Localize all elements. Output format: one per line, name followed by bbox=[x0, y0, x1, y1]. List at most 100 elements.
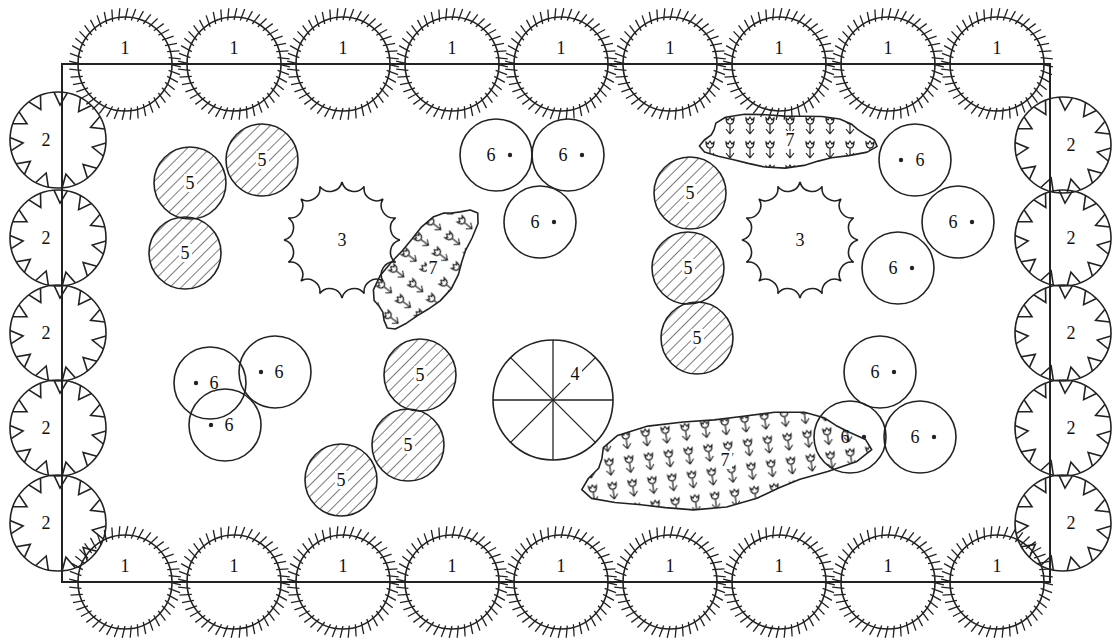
plant-number: 1 bbox=[337, 557, 350, 575]
plant-symbol: 6 bbox=[532, 119, 604, 191]
plant-number: 1 bbox=[228, 557, 241, 575]
plant-outline bbox=[1015, 190, 1111, 286]
plant-outline bbox=[493, 340, 613, 460]
plant-outline bbox=[402, 532, 502, 632]
plant-symbol: 4 bbox=[493, 340, 613, 460]
plant-outline bbox=[184, 532, 284, 632]
plant-symbol: 1 bbox=[838, 532, 938, 632]
plant-number: 1 bbox=[664, 39, 677, 57]
plant-outline bbox=[10, 92, 106, 188]
plant-symbol: 5 bbox=[226, 124, 298, 196]
plant-outline bbox=[814, 401, 886, 473]
plant-symbol: 5 bbox=[652, 232, 724, 304]
plant-outline bbox=[293, 532, 393, 632]
plant-number: 5 bbox=[402, 436, 415, 454]
plant-symbol: 6 bbox=[189, 389, 261, 461]
plant-outline bbox=[10, 475, 106, 571]
plant-number: 3 bbox=[794, 231, 807, 249]
plant-symbol: 2 bbox=[10, 190, 106, 286]
plant-number: 6 bbox=[909, 428, 922, 446]
plant-outline bbox=[1015, 285, 1111, 381]
plant-number: 2 bbox=[40, 419, 53, 437]
plant-outline bbox=[532, 119, 604, 191]
plant-symbol: 1 bbox=[947, 14, 1047, 114]
plant-symbol: 2 bbox=[1015, 475, 1111, 571]
plant-symbol: 1 bbox=[184, 532, 284, 632]
plant-number: 6 bbox=[914, 151, 927, 169]
plant-number: 6 bbox=[869, 363, 882, 381]
plant-number: 1 bbox=[991, 39, 1004, 57]
plant-outline bbox=[1015, 97, 1111, 193]
plant-number: 2 bbox=[1065, 229, 1078, 247]
plant-symbol: 6 bbox=[460, 119, 532, 191]
plant-outline bbox=[729, 14, 829, 114]
plant-number: 5 bbox=[179, 244, 192, 262]
plant-outline bbox=[884, 401, 956, 473]
plant-number: 2 bbox=[1065, 419, 1078, 437]
plant-number: 6 bbox=[947, 213, 960, 231]
plant-symbol: 5 bbox=[661, 302, 733, 374]
plant-symbol: 1 bbox=[620, 532, 720, 632]
plant-symbol: 1 bbox=[729, 14, 829, 114]
plant-number: 1 bbox=[773, 39, 786, 57]
plant-number: 1 bbox=[555, 557, 568, 575]
plant-number: 1 bbox=[337, 39, 350, 57]
plant-number: 1 bbox=[773, 557, 786, 575]
plant-number: 7 bbox=[427, 259, 440, 277]
plant-symbol: 1 bbox=[838, 14, 938, 114]
plant-symbol: 6 bbox=[174, 347, 246, 419]
plant-symbol: 1 bbox=[184, 14, 284, 114]
plant-outline bbox=[729, 532, 829, 632]
plant-number: 2 bbox=[1065, 324, 1078, 342]
plant-symbol: 2 bbox=[1015, 97, 1111, 193]
plant-symbol: 1 bbox=[620, 14, 720, 114]
plant-symbol: 6 bbox=[239, 336, 311, 408]
plant-outline bbox=[620, 14, 720, 114]
plant-symbol: 5 bbox=[305, 444, 377, 516]
plant-symbol: 1 bbox=[511, 14, 611, 114]
plant-outline bbox=[844, 336, 916, 408]
plant-outline bbox=[504, 186, 576, 258]
plant-symbol: 2 bbox=[10, 380, 106, 476]
plant-outline bbox=[402, 14, 502, 114]
plant-number: 6 bbox=[223, 416, 236, 434]
plant-outline bbox=[10, 380, 106, 476]
plant-number: 5 bbox=[335, 471, 348, 489]
plant-outline bbox=[75, 532, 175, 632]
plant-symbol: 2 bbox=[10, 92, 106, 188]
plant-number: 1 bbox=[446, 39, 459, 57]
plant-symbol: 1 bbox=[75, 532, 175, 632]
plant-number: 5 bbox=[414, 366, 427, 384]
plant-number: 6 bbox=[557, 146, 570, 164]
plant-outline bbox=[879, 124, 951, 196]
plant-symbol: 2 bbox=[10, 285, 106, 381]
plant-number: 5 bbox=[682, 259, 695, 277]
plant-outline bbox=[10, 190, 106, 286]
plant-number: 1 bbox=[555, 39, 568, 57]
plant-symbol: 6 bbox=[922, 186, 994, 258]
plant-symbol: 5 bbox=[654, 157, 726, 229]
plant-outline bbox=[10, 285, 106, 381]
plant-symbol: 7 bbox=[355, 237, 495, 299]
plant-outline bbox=[838, 14, 938, 114]
plant-symbol: 5 bbox=[154, 147, 226, 219]
plant-number: 1 bbox=[446, 557, 459, 575]
plant-number: 2 bbox=[1065, 136, 1078, 154]
plant-symbol: 1 bbox=[729, 532, 829, 632]
plant-symbol: 1 bbox=[947, 532, 1047, 632]
plant-number: 1 bbox=[119, 557, 132, 575]
plant-symbol: 6 bbox=[879, 124, 951, 196]
plant-number: 2 bbox=[40, 514, 53, 532]
plant-symbol: 7 bbox=[580, 416, 860, 504]
plant-outline bbox=[75, 14, 175, 114]
plant-symbol: 2 bbox=[1015, 285, 1111, 381]
plant-outline bbox=[922, 186, 994, 258]
plant-symbol: 6 bbox=[844, 336, 916, 408]
plant-number: 1 bbox=[882, 39, 895, 57]
plant-number: 7 bbox=[784, 131, 797, 149]
plant-symbol: 6 bbox=[504, 186, 576, 258]
plant-outline bbox=[862, 232, 934, 304]
plant-number: 2 bbox=[40, 324, 53, 342]
